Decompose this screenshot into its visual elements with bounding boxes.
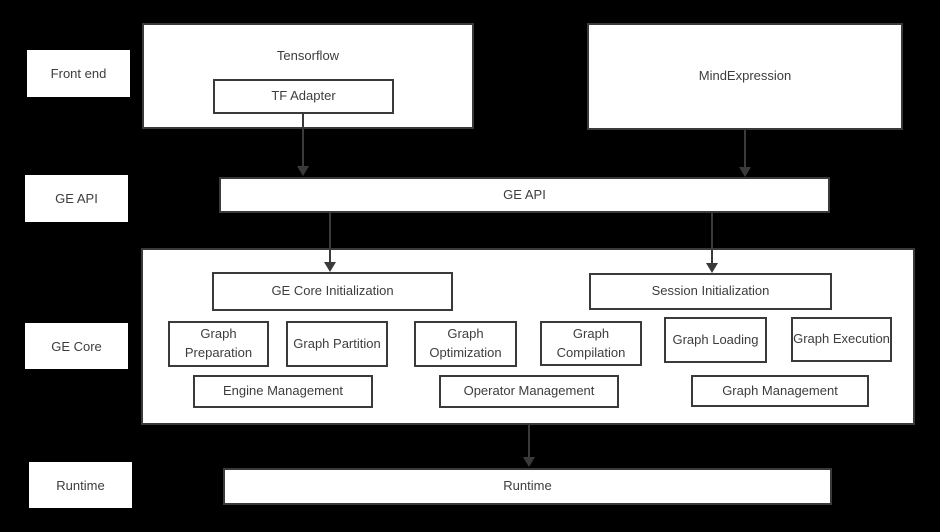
tf-adapter-box: TF Adapter [213,79,394,114]
ge-core-container: GE Core Initialization Session Initializ… [141,248,915,425]
arrow-shaft [329,212,331,262]
runtime-bar: Runtime [223,468,832,505]
arrow-head-icon [739,167,751,177]
arrow-head-icon [706,263,718,273]
tensorflow-box: Tensorflow TF Adapter [142,23,474,129]
arrow-shaft [302,114,304,166]
node-graph-compilation: Graph Compilation [540,321,642,366]
node-graph-management: Graph Management [691,375,869,407]
node-session-initialization: Session Initialization [589,273,832,310]
node-graph-partition: Graph Partition [286,321,388,367]
arrow-ge-api-to-ge-core-initialization [324,212,336,272]
ge-api-bar: GE API [219,177,830,213]
layer-label-front-end: Front end [27,50,130,97]
arrow-tf-adapter-to-ge-api [297,114,309,176]
arrow-head-icon [297,166,309,176]
arrow-head-icon [324,262,336,272]
arrow-ge-api-to-session-initialization [706,212,718,273]
arrow-shaft [528,425,530,457]
arrow-ge-core-to-runtime [523,425,535,467]
arrow-shaft [711,212,713,263]
node-operator-management: Operator Management [439,375,619,408]
layer-label-ge-api: GE API [25,175,128,222]
layer-label-ge-core: GE Core [25,323,128,369]
node-ge-core-initialization: GE Core Initialization [212,272,453,311]
node-graph-optimization: Graph Optimization [414,321,517,367]
arrow-mind-expression-to-ge-api [739,130,751,177]
node-engine-management: Engine Management [193,375,373,408]
arrow-head-icon [523,457,535,467]
mind-expression-box: MindExpression [587,23,903,130]
layer-label-runtime: Runtime [29,462,132,508]
arrow-shaft [744,130,746,167]
node-graph-execution: Graph Execution [791,317,892,362]
node-graph-preparation: Graph Preparation [168,321,269,367]
tensorflow-label: Tensorflow [276,48,340,63]
node-graph-loading: Graph Loading [664,317,767,363]
